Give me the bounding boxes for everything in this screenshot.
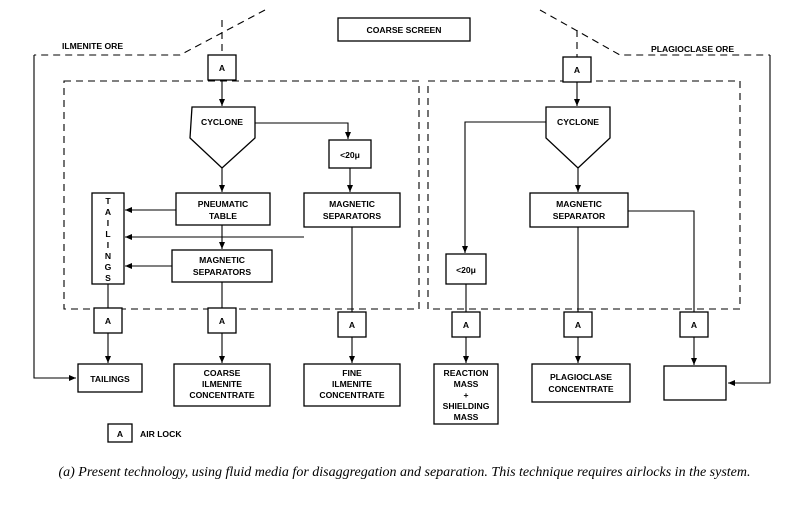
tailings-output-box <box>77 363 143 393</box>
airlock-label: A <box>105 316 111 326</box>
airlock-tailings <box>93 307 123 334</box>
airlock-plagioclase-top <box>562 56 592 83</box>
fines-lt20-label: <20μ <box>456 265 476 275</box>
tailings-letter: T <box>105 196 111 206</box>
tailings-letter: S <box>105 273 111 283</box>
tailings-letter: L <box>105 229 110 239</box>
airlock-label: A <box>349 320 355 330</box>
coarse-ilmenite-label: CONCENTRATE <box>189 390 255 400</box>
airlock-reaction-mass <box>451 311 481 338</box>
tailings-letter: I <box>107 218 109 228</box>
magnetic-separators-label: SEPARATORS <box>323 211 382 221</box>
pneumatic-table-label: PNEUMATIC <box>198 199 248 209</box>
tailings-letter: G <box>105 262 112 272</box>
reaction-mass-label: SHIELDING <box>443 401 490 411</box>
reaction-mass-label: + <box>463 390 468 400</box>
coarse-screen-label: COARSE SCREEN <box>367 25 442 35</box>
airlock-ilmenite-top <box>207 54 237 81</box>
airlock-label: A <box>219 316 225 326</box>
legend-airlock-box <box>107 423 133 443</box>
magnetic-separators-label: SEPARATORS <box>193 267 252 277</box>
airlock-label: A <box>574 65 580 75</box>
legend-airlock-label: AIR LOCK <box>140 429 182 439</box>
ilmenite-funnel-dashed <box>34 9 266 56</box>
airlock-plagioclase-concentrate <box>563 311 593 338</box>
cyclone-left <box>189 106 256 169</box>
pneumatic-table-box <box>175 192 271 226</box>
cyclone-right <box>545 106 611 169</box>
airlock-label: A <box>575 320 581 330</box>
plagioclase-concentrate-box <box>531 363 631 403</box>
fine-ilmenite-label: ILMENITE <box>332 379 372 389</box>
fines-lt20-right <box>445 253 487 285</box>
fine-ilmenite-label: FINE <box>342 368 362 378</box>
empty-output-box <box>663 365 727 401</box>
figure-caption: (a) Present technology, using fluid medi… <box>58 465 751 480</box>
ilmenite-ore-label: ILMENITE ORE <box>62 41 123 51</box>
airlock-label: A <box>691 320 697 330</box>
plagioclase-funnel-dashed <box>539 9 770 56</box>
reaction-mass-label: MASS <box>454 412 479 422</box>
magnetic-separators-label: MAGNETIC <box>329 199 375 209</box>
magnetic-separator-label: MAGNETIC <box>556 199 602 209</box>
cyclone-label: CYCLONE <box>201 117 243 127</box>
magnetic-separator-box <box>529 192 629 228</box>
fine-ilmenite-label: CONCENTRATE <box>319 390 385 400</box>
plagioclase-concentrate-label: CONCENTRATE <box>548 384 614 394</box>
tailings-letter: I <box>107 240 109 250</box>
reaction-mass-box <box>433 363 499 425</box>
airlock-label: A <box>219 63 225 73</box>
left-enclosure <box>63 80 420 310</box>
coarse-ilmenite-label: COARSE <box>204 368 241 378</box>
coarse-screen-box <box>337 17 471 42</box>
pneumatic-table-label: TABLE <box>209 211 237 221</box>
plagioclase-ore-label: PLAGIOCLASE ORE <box>651 44 734 54</box>
magnetic-separator-label: SEPARATOR <box>553 211 606 221</box>
fines-lt20-label: <20μ <box>340 150 360 160</box>
fine-ilmenite-concentrate-box <box>303 363 401 407</box>
reaction-mass-label: MASS <box>454 379 479 389</box>
reaction-mass-label: REACTION <box>444 368 489 378</box>
coarse-ilmenite-label: ILMENITE <box>202 379 242 389</box>
tailings-letter: A <box>105 207 111 217</box>
plagioclase-concentrate-label: PLAGIOCLASE <box>550 372 612 382</box>
airlock-label: A <box>463 320 469 330</box>
tailings-output-label: TAILINGS <box>90 374 130 384</box>
legend-airlock-letter: A <box>117 429 123 439</box>
cyclone-label: CYCLONE <box>557 117 599 127</box>
tailings-vertical-box <box>91 192 125 285</box>
fines-lt20-left <box>328 139 372 169</box>
tailings-letter: N <box>105 251 111 261</box>
magnetic-separators-label: MAGNETIC <box>199 255 245 265</box>
coarse-ilmenite-concentrate-box <box>173 363 271 407</box>
